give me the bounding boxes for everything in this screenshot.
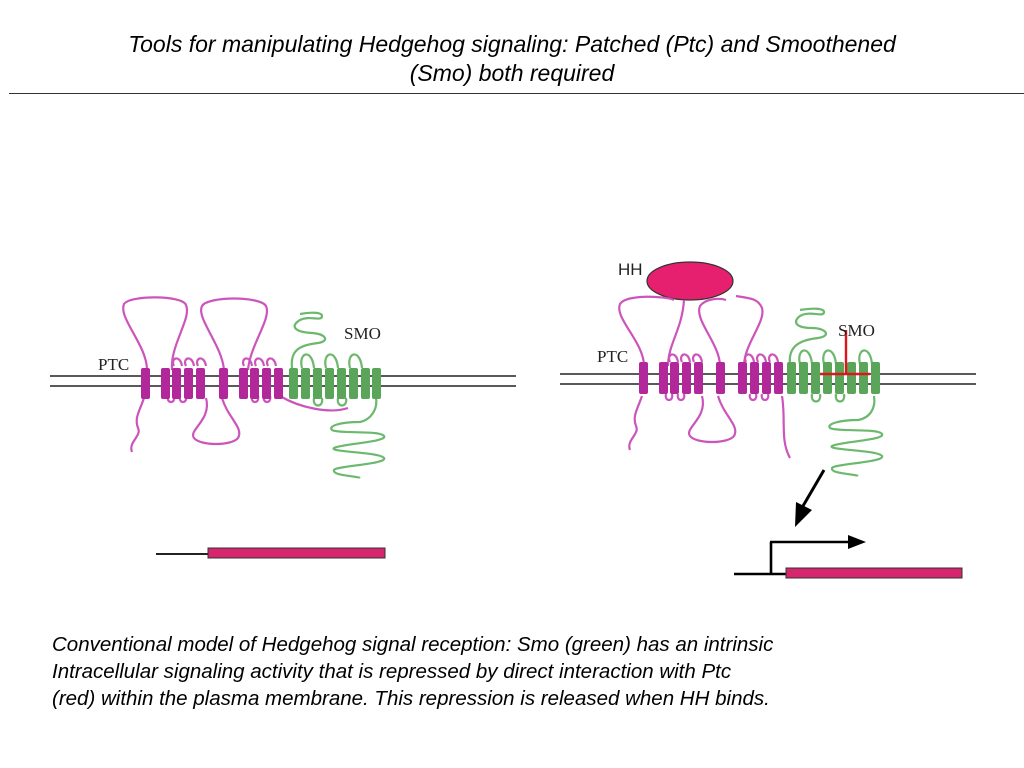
title-divider	[9, 93, 1024, 94]
caption-line-1: Conventional model of Hedgehog signal re…	[52, 633, 774, 656]
bent-arrow-icon	[734, 535, 866, 576]
left-panel: PTC SMO	[50, 296, 516, 559]
target-gene-right	[785, 567, 963, 579]
slide-caption: Conventional model of Hedgehog signal re…	[52, 631, 992, 712]
smo-protein-right	[787, 307, 884, 478]
smo-label-left: SMO	[344, 324, 381, 343]
smo-label-right: SMO	[838, 321, 875, 340]
title-line-2: (Smo) both required	[409, 60, 615, 86]
smo-protein-left	[289, 311, 386, 480]
ptc-protein-right	[618, 294, 791, 459]
title-line-1: Tools for manipulating Hedgehog signalin…	[128, 31, 896, 57]
caption-line-2: Intracellular signaling activity that is…	[52, 660, 732, 683]
ptc-label-right: PTC	[597, 347, 628, 366]
hh-label: HH	[618, 260, 643, 279]
ptc-label-left: PTC	[98, 355, 129, 374]
caption-line-3: (red) within the plasma membrane. This r…	[52, 687, 770, 710]
arrow-icon	[795, 469, 826, 527]
target-gene-left	[156, 547, 386, 559]
hh-ligand	[646, 261, 734, 301]
right-panel: HH	[560, 260, 976, 579]
t-bar-inhibition-icon	[820, 330, 870, 376]
ptc-protein-left	[122, 296, 349, 453]
slide-title: Tools for manipulating Hedgehog signalin…	[20, 30, 1004, 88]
